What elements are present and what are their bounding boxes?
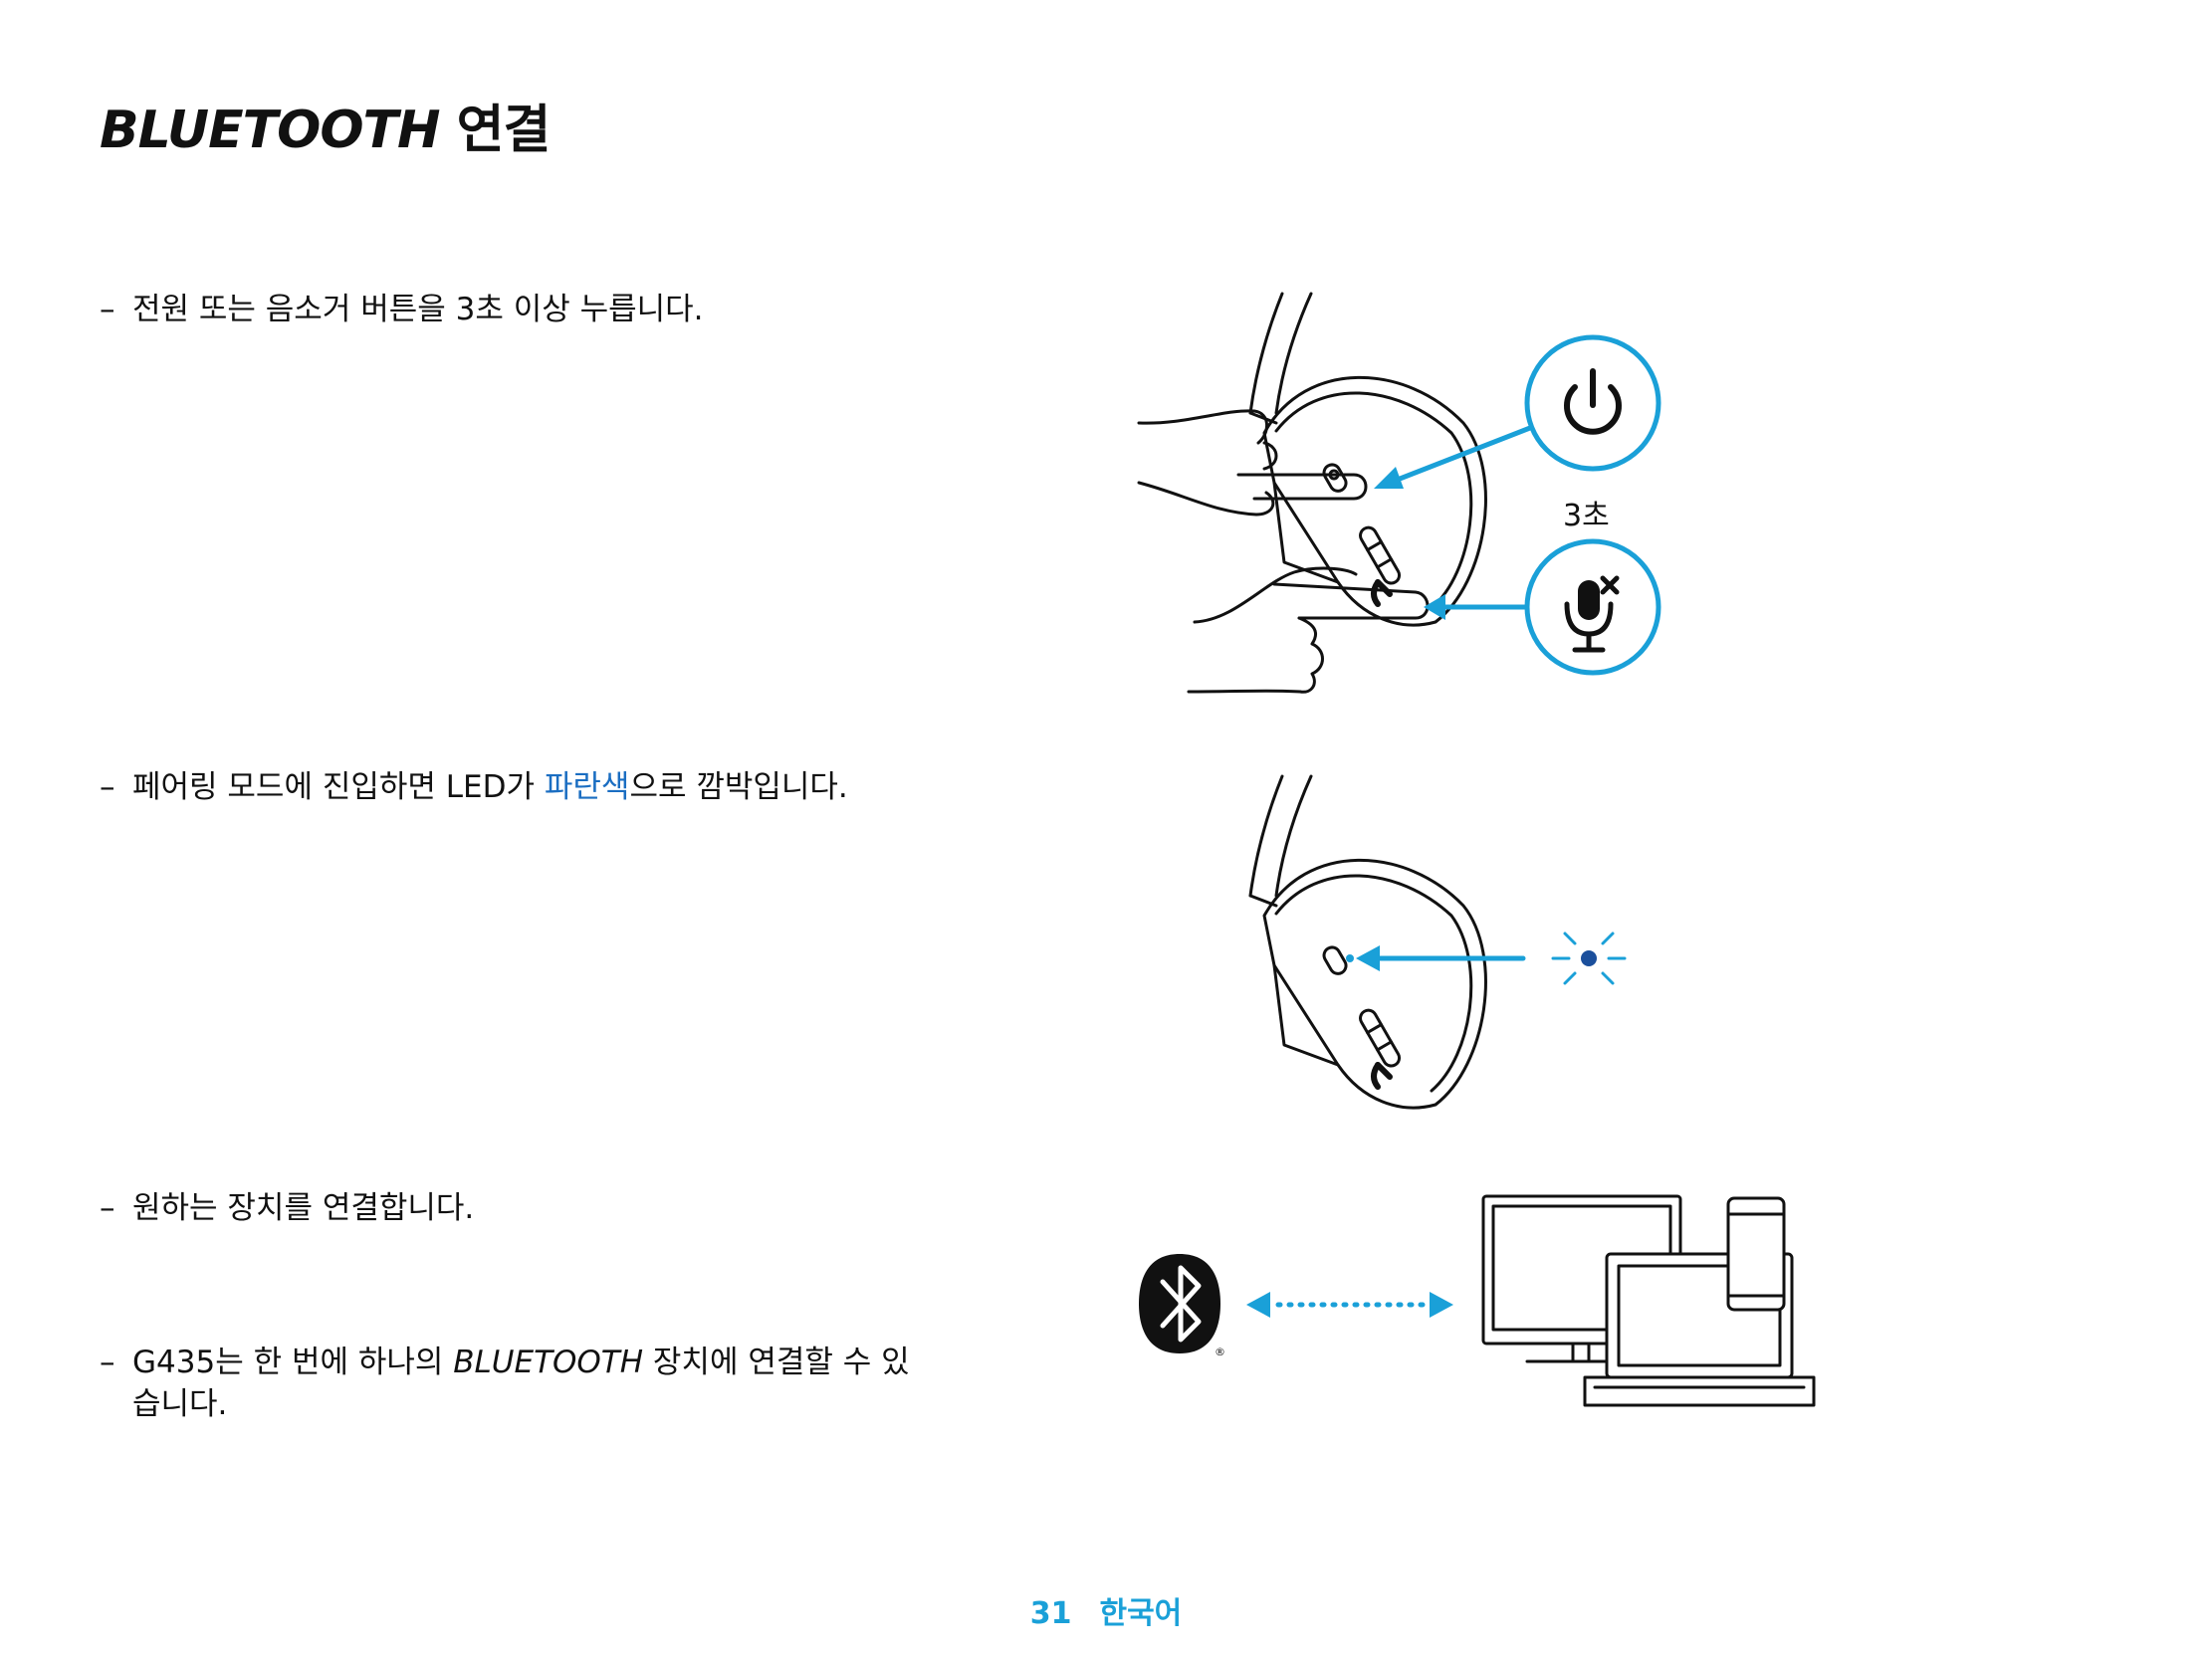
phone-icon — [1726, 1196, 1786, 1312]
led-callout — [1356, 945, 1526, 971]
power-icon — [1564, 368, 1622, 435]
registered-mark: ® — [1215, 1346, 1225, 1358]
led-indicator — [1346, 954, 1354, 962]
step-text-before: G435는 한 번에 하나의 — [132, 1345, 454, 1380]
step-text: 원하는 장치를 연결합니다. — [132, 1190, 475, 1226]
step-dash: – — [100, 1190, 115, 1226]
step-text: 전원 또는 음소거 버튼을 3초 이상 누릅니다. — [132, 292, 704, 327]
step-press-button: – 전원 또는 음소거 버튼을 3초 이상 누릅니다. — [100, 289, 916, 330]
headset-drawing — [1248, 774, 1487, 1110]
step-connect-device: – 원하는 장치를 연결합니다. — [100, 1187, 916, 1229]
step-text: G435는 한 번에 하나의 BLUETOOTH 장치에 연결할 수 있습니다. — [100, 1342, 916, 1425]
connection-arrow — [1246, 1292, 1453, 1318]
mic-mute-icon — [1564, 575, 1620, 653]
step-dash: – — [100, 292, 115, 327]
step-text-after: 으로 깜박입니다. — [629, 769, 848, 805]
press-duration-label: 3초 — [1563, 499, 1610, 533]
step-pairing-mode: – 페어링 모드에 진입하면 LED가 파란색으로 깜박입니다. — [100, 766, 916, 808]
page-footer: 31 한국어 — [0, 1588, 2212, 1632]
illustration-press-buttons: 3초 — [1137, 292, 1661, 694]
illustration-bluetooth-devices: ® — [1139, 1194, 1816, 1407]
step-text-before: 페어링 모드에 진입하면 LED가 — [132, 769, 545, 805]
step-one-device-note: – G435는 한 번에 하나의 BLUETOOTH 장치에 연결할 수 있습니… — [100, 1342, 916, 1425]
power-button-callout — [1374, 334, 1661, 489]
hand-lower-drawing — [1187, 566, 1430, 694]
footer-language: 한국어 — [1099, 1596, 1183, 1631]
step-text-after: 장치에 연결할 수 있습니다. — [132, 1345, 910, 1422]
step-text-highlight: 파란색 — [544, 769, 630, 805]
mute-button-callout — [1424, 538, 1661, 676]
step-text: 페어링 모드에 진입하면 LED가 파란색으로 깜박입니다. — [100, 766, 916, 808]
title-korean: 연결 — [456, 101, 552, 160]
bluetooth-logo-icon — [1139, 1254, 1220, 1353]
page-title: BLUETOOTH 연결 — [100, 88, 552, 162]
step-dash: – — [100, 769, 115, 805]
step-dash: – — [100, 1345, 115, 1380]
page-number: 31 — [1029, 1596, 1072, 1631]
illustration-led-blinking — [1248, 774, 1627, 1110]
title-latin: BLUETOOTH — [100, 101, 441, 160]
step-text-italic: BLUETOOTH — [453, 1345, 644, 1380]
blinking-led-icon — [1551, 932, 1627, 985]
hand-upper-drawing — [1137, 409, 1368, 517]
